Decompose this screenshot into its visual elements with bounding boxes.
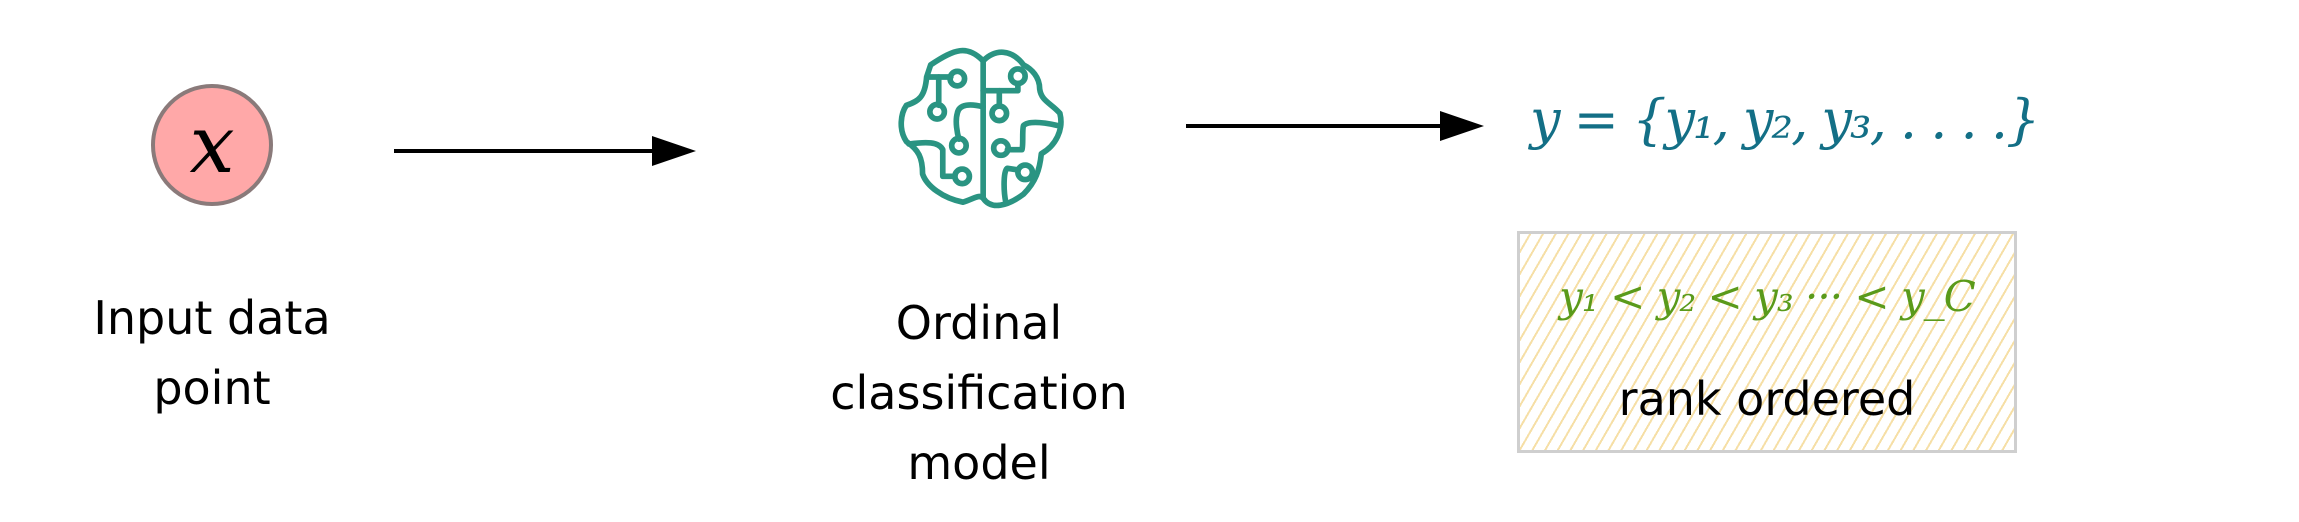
- input-label-line1: Input data: [93, 291, 331, 345]
- model-label-line3: model: [907, 436, 1051, 490]
- input-symbol: x: [189, 98, 235, 191]
- input-label: Input data point: [20, 283, 404, 423]
- input-node: x: [151, 84, 273, 206]
- rank-ordered-label: rank ordered: [1618, 372, 1916, 426]
- output-set-formula: y = {y₁, y₂, y₃, . . . .}: [1530, 88, 2040, 151]
- input-label-line2: point: [153, 361, 271, 415]
- rank-order-box: y₁ < y₂ < y₃ ··· < y_C rank ordered: [1517, 231, 2017, 453]
- arrow-input-to-model: [394, 136, 696, 166]
- brain-circuit-icon: [898, 47, 1064, 209]
- model-label: Ordinal classification model: [769, 288, 1189, 498]
- model-label-line2: classification: [830, 366, 1128, 420]
- order-formula: y₁ < y₂ < y₃ ··· < y_C: [1559, 272, 1976, 321]
- model-label-line1: Ordinal: [895, 296, 1063, 350]
- arrow-model-to-output: [1186, 111, 1484, 141]
